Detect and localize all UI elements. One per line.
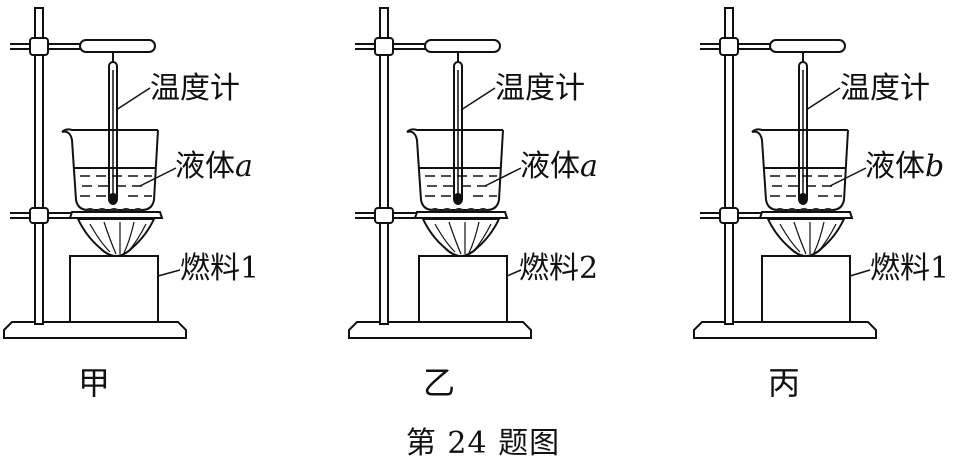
stand-rod — [34, 7, 44, 325]
fuel-box — [761, 255, 851, 323]
thermometer — [108, 52, 118, 205]
setup-name: 甲 — [77, 364, 110, 402]
apparatus-drawing — [693, 7, 877, 339]
setup-name: 丙 — [767, 364, 800, 402]
stand-base — [693, 321, 877, 339]
thermometer-label: 温度计 — [495, 71, 585, 106]
setup-name: 乙 — [422, 364, 455, 402]
liquid-surface-lines — [425, 175, 497, 197]
thermometer — [453, 52, 463, 205]
liquid-label: 液体b — [865, 150, 944, 184]
liquid-variable: a — [580, 149, 598, 184]
liquid-label-text: 液体 — [175, 149, 235, 184]
thermometer-label: 温度计 — [150, 71, 240, 106]
support-ring — [758, 211, 854, 219]
setup-jia: 温度计 液体a 燃料1 甲 — [0, 0, 322, 402]
thermometer-clamp — [79, 39, 156, 53]
apparatus-drawing — [3, 7, 187, 339]
thermometer-label: 温度计 — [840, 71, 930, 106]
setup-bing: 温度计 液体b 燃料1 丙 — [690, 0, 966, 402]
support-ring — [68, 211, 164, 219]
liquid-surface-lines — [770, 175, 842, 197]
thermometer — [798, 52, 808, 205]
fuel-box — [418, 255, 508, 323]
stand-rod — [379, 7, 389, 325]
liquid-label-text: 液体 — [520, 149, 580, 184]
fuel-label: 燃料2 — [519, 251, 599, 286]
stand-base — [3, 321, 187, 339]
gauze — [421, 218, 501, 258]
liquid-surface-lines — [80, 175, 152, 197]
support-ring — [413, 211, 509, 219]
liquid-label: 液体a — [175, 150, 253, 184]
fuel-label: 燃料1 — [870, 251, 950, 286]
fuel-box — [69, 255, 159, 323]
liquid-variable: b — [925, 149, 945, 184]
liquid-label-text: 液体 — [865, 149, 925, 184]
stand-base — [348, 321, 532, 339]
thermometer-clamp — [424, 39, 501, 53]
gauze — [766, 218, 846, 258]
setup-yi: 温度计 液体a 燃料2 乙 — [345, 0, 667, 402]
fuel-label: 燃料1 — [180, 251, 260, 286]
thermometer-clamp — [769, 39, 846, 53]
liquid-label: 液体a — [520, 150, 598, 184]
figure-caption: 第 24 题图 — [405, 426, 561, 461]
stand-rod — [724, 7, 734, 325]
gauze — [76, 218, 156, 258]
liquid-variable: a — [235, 149, 253, 184]
apparatus-drawing — [348, 7, 532, 339]
